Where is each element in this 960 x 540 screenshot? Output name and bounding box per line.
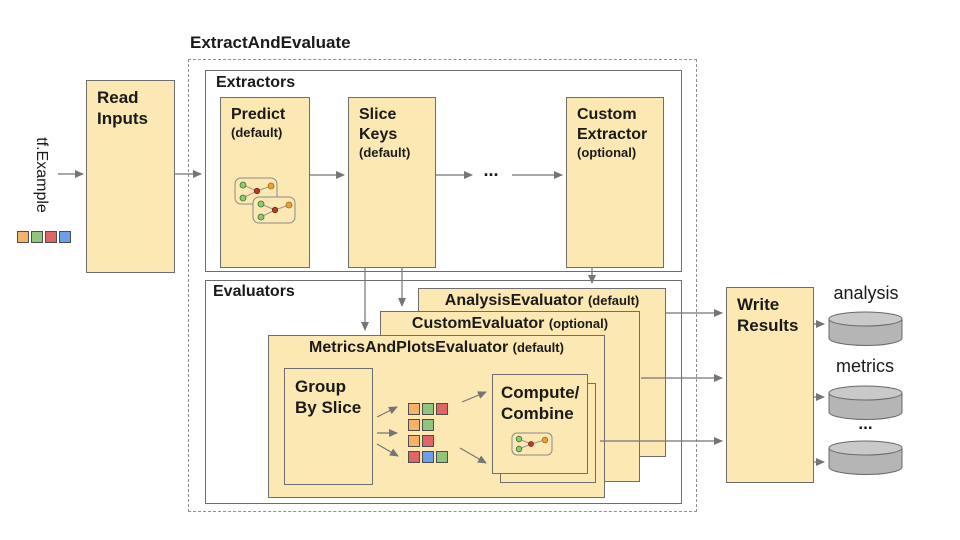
evaluators-frame: Evaluators xyxy=(205,280,682,504)
metrics-evaluator-name: MetricsAndPlotsEvaluator xyxy=(309,339,509,356)
extractors-frame: Extractors xyxy=(205,70,682,272)
analysis-database-icon xyxy=(828,311,903,346)
group-by-slice-box: Group By Slice xyxy=(284,368,373,485)
slice-keys-qualifier: (default) xyxy=(359,145,411,160)
tf-example-label: tf.Example xyxy=(33,137,50,213)
more-outputs-database-icon xyxy=(828,440,903,475)
custom-extractor-qualifier: (optional) xyxy=(577,145,637,160)
extractors-ellipsis: ... xyxy=(483,160,499,180)
metrics-database-icon xyxy=(828,385,903,420)
slice-squares-row-3 xyxy=(408,435,436,449)
analysis-output-label: analysis xyxy=(833,283,899,303)
custom-evaluator-name: CustomEvaluator xyxy=(411,315,545,332)
predict-name: Predict xyxy=(231,106,286,123)
read-inputs-box: Read Inputs xyxy=(86,80,175,273)
evaluators-label: Evaluators xyxy=(213,283,295,300)
compute-combine-box: Compute/ Combine xyxy=(492,374,588,474)
custom-extractor-name: Custom Extractor xyxy=(577,106,648,143)
custom-evaluator-qualifier: (optional) xyxy=(548,316,609,331)
analysis-evaluator-qualifier: (default) xyxy=(587,293,640,308)
input-example-squares xyxy=(17,231,73,245)
slice-squares-row-1 xyxy=(408,403,450,417)
predict-model-graph-icon xyxy=(234,177,296,224)
analysis-evaluator-name: AnalysisEvaluator xyxy=(444,292,584,309)
pipeline-title: ExtractAndEvaluate xyxy=(190,33,351,52)
slice-squares-row-2 xyxy=(408,419,436,433)
custom-extractor-box: Custom Extractor (optional) xyxy=(566,97,664,268)
more-outputs-ellipsis: ... xyxy=(858,414,873,433)
predict-qualifier: (default) xyxy=(231,125,283,140)
write-results-box: Write Results xyxy=(726,287,814,483)
slice-keys-extractor-box: Slice Keys (default) xyxy=(348,97,436,268)
metrics-output-label: metrics xyxy=(836,356,894,376)
metrics-evaluator-qualifier: (default) xyxy=(512,340,564,355)
compute-combine-graph-icon xyxy=(511,432,553,456)
slice-squares-row-4 xyxy=(408,451,450,465)
extractors-label: Extractors xyxy=(216,74,296,91)
extract-and-evaluate-container xyxy=(188,59,697,512)
slice-keys-name: Slice Keys xyxy=(359,106,398,143)
